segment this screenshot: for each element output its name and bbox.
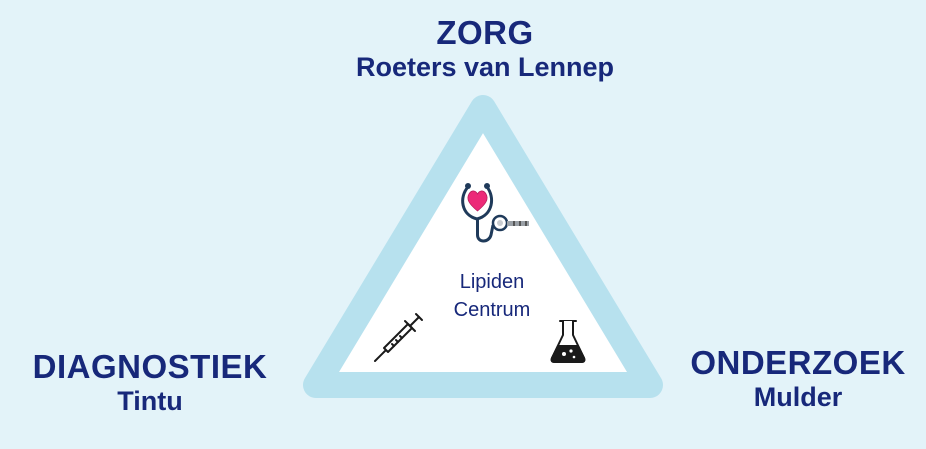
onderzoek-subtitle: Mulder (753, 381, 843, 412)
diagnostiek-title: DIAGNOSTIEK (32, 348, 268, 385)
onderzoek-label: ONDERZOEK Mulder (670, 344, 926, 413)
onderzoek-title: ONDERZOEK (690, 344, 906, 381)
flask-icon (550, 320, 586, 363)
zorg-title: ZORG (436, 14, 534, 51)
diagnostiek-subtitle: Tintu (117, 385, 183, 416)
zorg-label: ZORG Roeters van Lennep (300, 14, 670, 83)
stethoscope-heart-icon (461, 183, 529, 243)
center-line-2: Centrum (453, 299, 531, 321)
zorg-subtitle: Roeters van Lennep (355, 51, 615, 82)
center-line-1: Lipiden (459, 271, 525, 293)
diagnostiek-label: DIAGNOSTIEK Tintu (10, 348, 290, 417)
center-label: Lipiden Centrum (392, 268, 592, 324)
syringe-icon (374, 313, 423, 362)
